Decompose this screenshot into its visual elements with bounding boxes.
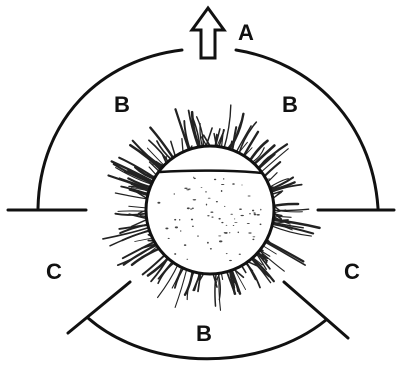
speckle (201, 187, 203, 188)
speckle (157, 202, 160, 204)
process-stroke (172, 266, 182, 289)
process-stroke (224, 105, 231, 149)
label-c-left: C (46, 259, 62, 284)
speckle (188, 189, 191, 190)
speckle (197, 235, 198, 236)
speckle (252, 239, 254, 241)
rim-fuzz (129, 206, 147, 208)
speckle (254, 214, 257, 216)
speckle (229, 260, 232, 261)
label-b-upper-left: B (114, 92, 130, 117)
speckle (238, 232, 240, 234)
speckle (211, 217, 213, 218)
speckle (165, 227, 168, 229)
speckle (239, 209, 242, 210)
speckle (179, 219, 180, 221)
process-stroke (215, 272, 217, 306)
label-c-right: C (344, 259, 360, 284)
speckle (248, 195, 251, 196)
label-a: A (238, 20, 254, 45)
speckle (219, 240, 222, 242)
speckle (234, 218, 235, 219)
cell-body (146, 146, 274, 274)
speckle (233, 225, 235, 226)
speckle (240, 215, 243, 216)
up-arrow-icon (192, 8, 224, 58)
speckle (232, 183, 235, 185)
speckle (218, 218, 220, 220)
speckle (193, 177, 194, 178)
speckle (207, 215, 209, 216)
speckle (174, 253, 176, 255)
speckle (226, 225, 228, 226)
speckle (257, 214, 260, 216)
speckle (192, 208, 194, 210)
speckle (229, 232, 230, 233)
speckle (221, 222, 223, 223)
speckle (210, 248, 212, 250)
speckle (260, 209, 261, 211)
speckle (247, 223, 250, 224)
speckle (218, 235, 221, 236)
speckle (223, 178, 224, 180)
speckle (239, 254, 241, 255)
label-b-upper-right: B (282, 92, 298, 117)
lower-diagonal-right (284, 282, 348, 338)
speckle (191, 219, 193, 221)
speckle (226, 253, 228, 254)
speckle (221, 190, 223, 192)
speckle (193, 199, 197, 200)
process-stroke (110, 229, 151, 245)
speckle (252, 210, 254, 212)
speckle (224, 232, 225, 233)
speckle (216, 201, 218, 202)
speckle (184, 188, 187, 189)
speckle (194, 178, 196, 179)
process-stroke (272, 204, 298, 206)
process-stroke (175, 267, 185, 288)
speckle (260, 223, 262, 225)
label-b-bottom: B (196, 321, 212, 346)
speckle (174, 219, 176, 221)
speckle (230, 214, 233, 215)
speckle (175, 226, 178, 228)
speckle (206, 204, 207, 206)
speckle (174, 193, 175, 194)
speckle (214, 179, 216, 180)
speckle (180, 230, 181, 231)
speckle (184, 244, 187, 246)
speckle (253, 212, 255, 213)
speckle (205, 191, 207, 192)
speckle (210, 212, 213, 213)
speckle (192, 226, 194, 227)
speckle (186, 259, 188, 260)
speckle (207, 242, 209, 244)
speckle (249, 213, 251, 214)
speckle (168, 238, 170, 239)
speckle (234, 222, 237, 223)
process-stroke (185, 270, 193, 295)
speckle (241, 185, 242, 186)
process-stroke (264, 241, 306, 265)
speckle (224, 206, 225, 207)
speckle (248, 232, 251, 233)
speckle (187, 207, 190, 209)
speckle (208, 198, 211, 199)
speckle (253, 236, 256, 237)
speckle (221, 184, 224, 185)
speckle (190, 209, 192, 210)
